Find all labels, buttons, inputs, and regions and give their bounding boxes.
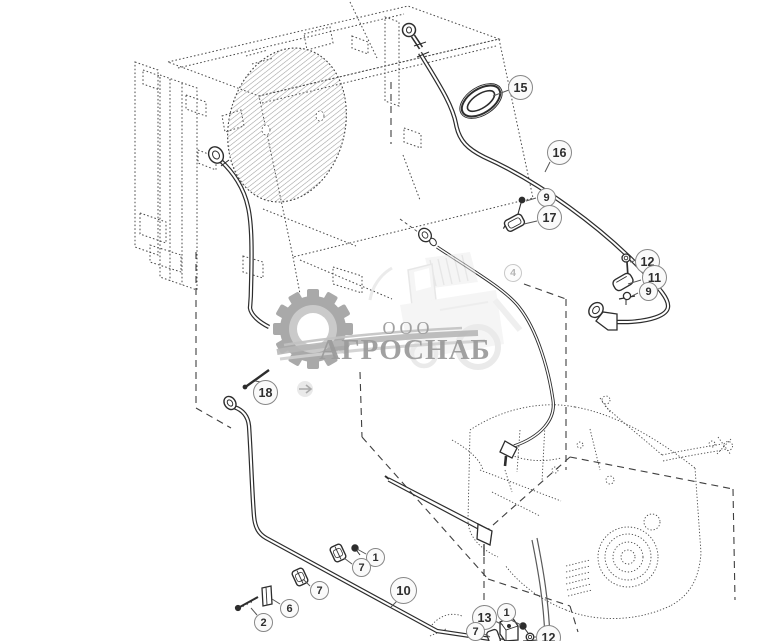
callout-2: 2 — [254, 613, 273, 632]
bolt-1-upper — [351, 544, 359, 552]
callout-13: 13 — [472, 605, 497, 630]
callout-1-lower: 1 — [497, 603, 516, 622]
watermark-cursor-icon — [297, 381, 313, 397]
callout-1-upper: 1 — [366, 548, 385, 567]
oil-cooler-tube-10 — [223, 395, 505, 641]
watermark — [273, 252, 523, 397]
callout-leaders — [250, 89, 642, 638]
bolt-12-right — [621, 253, 631, 278]
callout-7-upper: 7 — [352, 558, 371, 577]
pin-18 — [242, 369, 270, 390]
callout-18: 18 — [253, 380, 278, 405]
watermark-swoosh — [276, 326, 486, 361]
bracket-13 — [499, 616, 519, 641]
watermark-company-name: АГРОСНАБ — [319, 334, 491, 366]
clip-6 — [261, 585, 273, 607]
callout-4-ghost: 4 — [504, 264, 522, 282]
callout-16: 16 — [547, 140, 572, 165]
clamp-17 — [502, 213, 526, 232]
grommet-15 — [459, 83, 503, 119]
watermark-company-prefix: ООО — [382, 318, 434, 338]
callout-6: 6 — [280, 599, 299, 618]
radiator-assembly — [134, 1, 534, 300]
radiator-outlet-hose — [207, 146, 271, 329]
callout-7-middle: 7 — [310, 581, 329, 600]
callout-7-lower: 7 — [466, 622, 485, 641]
engine-assembly — [429, 395, 733, 637]
clamp-7-lower — [486, 628, 501, 641]
callout-15: 15 — [508, 75, 533, 100]
clamp-7-upper — [329, 543, 347, 563]
callout-9-top: 9 — [537, 188, 556, 207]
callout-12-lower: 12 — [536, 625, 561, 641]
bleed-hose-4 — [418, 227, 555, 467]
screw-9-top — [518, 196, 526, 204]
nut-9-right — [618, 291, 636, 305]
cooler-hose-16 — [401, 22, 671, 331]
clamp-7-middle — [291, 567, 309, 587]
callout-10: 10 — [390, 577, 417, 604]
screw-2 — [234, 596, 259, 612]
bolt-1-lower — [519, 622, 527, 630]
callout-9-right: 9 — [639, 282, 658, 301]
dashed-panel-lines — [195, 82, 736, 633]
dipstick-rod — [384, 475, 493, 556]
callout-17: 17 — [537, 205, 562, 230]
clamp-11 — [612, 272, 634, 292]
